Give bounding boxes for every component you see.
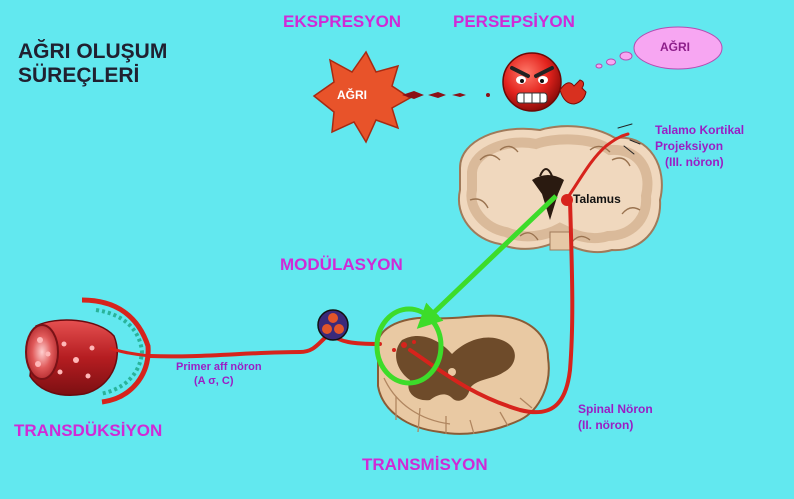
talamus-label: Talamus [573, 192, 621, 206]
pain-burst-label: AĞRI [337, 88, 367, 102]
talamo-line-3: (III. nöron) [655, 155, 744, 169]
label-transduksiyon: TRANSDÜKSİYON [14, 421, 162, 441]
nerve-bundle-icon [318, 310, 348, 340]
label-ekspresyon: EKSPRESYON [283, 12, 401, 32]
label-persepsiyon: PERSEPSİYON [453, 12, 575, 32]
trail-dots [402, 91, 490, 99]
talamo-line-1: Talamo Kortikal [655, 123, 744, 137]
label-modulasyon: MODÜLASYON [280, 255, 403, 275]
spinal-cord-section-icon [377, 316, 549, 434]
primer-aff-noron-label: Primer aff nöron (A σ, C) [176, 361, 262, 387]
primer-line-1: Primer aff nöron [176, 361, 262, 373]
thought-bubble-icon [596, 27, 722, 69]
talamo-kortikal-label: Talamo Kortikal Projeksiyon (III. nöron) [655, 123, 744, 169]
spinal-noron-label: Spinal Nöron (II. nöron) [578, 402, 653, 432]
brain-section-icon [459, 126, 662, 252]
talamo-line-2: Projeksiyon [655, 139, 744, 153]
spinal-line-2: (II. nöron) [578, 418, 653, 432]
title-line-1: AĞRI OLUŞUM [18, 40, 167, 64]
label-transmisyon: TRANSMİSYON [362, 455, 488, 475]
page-title: AĞRI OLUŞUM SÜREÇLERİ [18, 40, 167, 88]
blood-vessel-icon [26, 300, 150, 402]
thought-bubble-label: AĞRI [660, 40, 690, 54]
title-line-2: SÜREÇLERİ [18, 64, 167, 88]
angry-face-icon [503, 53, 586, 111]
primer-line-2: (A σ, C) [176, 375, 262, 387]
spinal-line-1: Spinal Nöron [578, 402, 653, 416]
